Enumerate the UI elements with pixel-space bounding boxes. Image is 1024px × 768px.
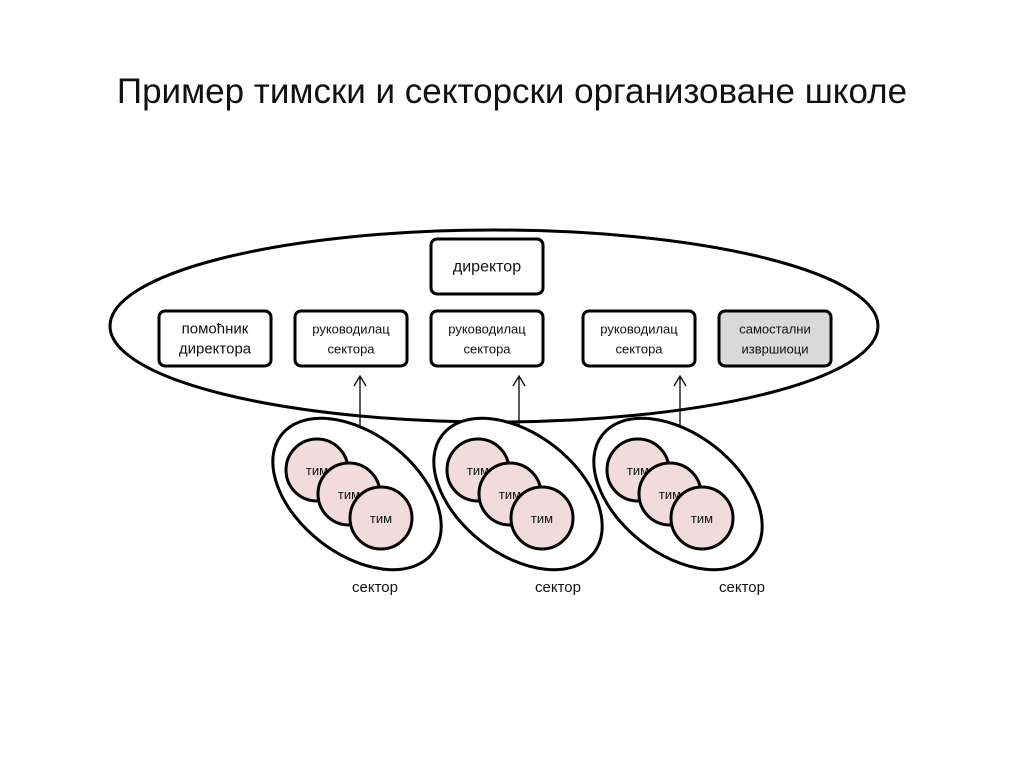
- sector-arrow-head: [673, 374, 687, 387]
- sector-label: сектор: [352, 579, 398, 596]
- sector-leader-box-2: руководилац сектора: [429, 309, 545, 368]
- team-circle: [509, 485, 575, 551]
- team-label: тим: [338, 487, 360, 502]
- independent-workers-box: самостални извршиоци: [717, 309, 833, 368]
- sector-leader-box-2-text: руководилац сектора: [448, 322, 526, 357]
- team-label: тим: [659, 487, 681, 502]
- team-label: тим: [691, 511, 713, 526]
- box-label-line: самостални: [739, 322, 810, 337]
- box-label-line: помоћник: [182, 321, 249, 338]
- sector-label: сектор: [535, 579, 581, 596]
- independent-workers-box-text: самостални извршиоци: [739, 322, 810, 357]
- team-label: тим: [627, 463, 649, 478]
- box-label-line: руководилац: [312, 322, 390, 337]
- team-circle: [669, 485, 735, 551]
- sector-leader-box-1-text: руководилац сектора: [312, 322, 390, 357]
- box-label-line: сектора: [615, 342, 663, 357]
- team-label: тим: [370, 511, 392, 526]
- box-label-line: сектора: [463, 342, 511, 357]
- director-box-text: директор: [453, 259, 521, 276]
- team-label: тим: [531, 511, 553, 526]
- sector-leader-box-1: руководилац сектора: [293, 309, 409, 368]
- team-circle: [348, 485, 414, 551]
- sectors-layer: тимтимтимсектортимтимтимсектортимтимтимс…: [271, 374, 765, 596]
- sector-arrow-head: [512, 374, 526, 387]
- sector-label: сектор: [719, 579, 765, 596]
- sector-leader-box-3: руководилац сектора: [581, 309, 697, 368]
- slide-title: Пример тимски и секторски организоване ш…: [116, 72, 908, 111]
- sector-arrow-head: [353, 374, 367, 387]
- director-box: директор: [429, 237, 545, 296]
- box-label-line: сектора: [327, 342, 375, 357]
- box-label-line: директора: [179, 341, 252, 358]
- box-label-line: руководилац: [600, 322, 678, 337]
- team-label: тим: [306, 463, 328, 478]
- assistant-director-box: помоћник директора: [157, 309, 273, 368]
- box-label-line: руководилац: [448, 322, 526, 337]
- team-label: тим: [467, 463, 489, 478]
- box-label-line: директор: [453, 259, 521, 276]
- team-label: тим: [499, 487, 521, 502]
- box-label-line: извршиоци: [742, 342, 809, 357]
- sector-leader-box-3-text: руководилац сектора: [600, 322, 678, 357]
- assistant-director-box-text: помоћник директора: [179, 321, 252, 358]
